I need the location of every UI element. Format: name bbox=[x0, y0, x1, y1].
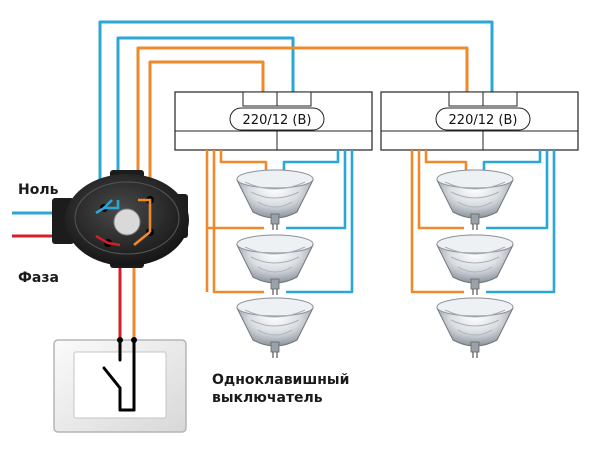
neutral-wire-left-transformer bbox=[116, 36, 295, 200]
halogen-lamp-icon bbox=[236, 234, 314, 296]
halogen-lamp-icon bbox=[236, 169, 314, 231]
lamp-wires-left bbox=[205, 150, 354, 294]
transformer-left: 220/12 (В) bbox=[174, 91, 373, 151]
phase-wire-right-transformer bbox=[136, 46, 469, 200]
phase-wire-left-transformer bbox=[148, 60, 265, 200]
halogen-lamp-icon bbox=[436, 297, 514, 359]
lamps-right bbox=[436, 169, 514, 359]
switch-caption-line2: выключатель bbox=[212, 390, 323, 406]
lamps-left bbox=[236, 169, 314, 359]
halogen-lamp-icon bbox=[236, 297, 314, 359]
junction-internal-wires bbox=[95, 198, 152, 247]
lamp-wires-right bbox=[410, 150, 556, 294]
switch-caption: Одноклавишный выключатель bbox=[212, 372, 349, 406]
neutral-label: Ноль bbox=[18, 182, 59, 198]
junction-box-icon bbox=[52, 170, 189, 268]
light-switch-icon bbox=[53, 337, 187, 433]
transformer-right: 220/12 (В) bbox=[380, 91, 579, 151]
transformer-right-label: 220/12 (В) bbox=[449, 113, 518, 128]
phase-label: Фаза bbox=[18, 270, 59, 286]
halogen-lamp-icon bbox=[436, 234, 514, 296]
halogen-lamp-icon bbox=[436, 169, 514, 231]
transformer-left-label: 220/12 (В) bbox=[243, 113, 312, 128]
switch-caption-line1: Одноклавишный bbox=[212, 372, 349, 388]
